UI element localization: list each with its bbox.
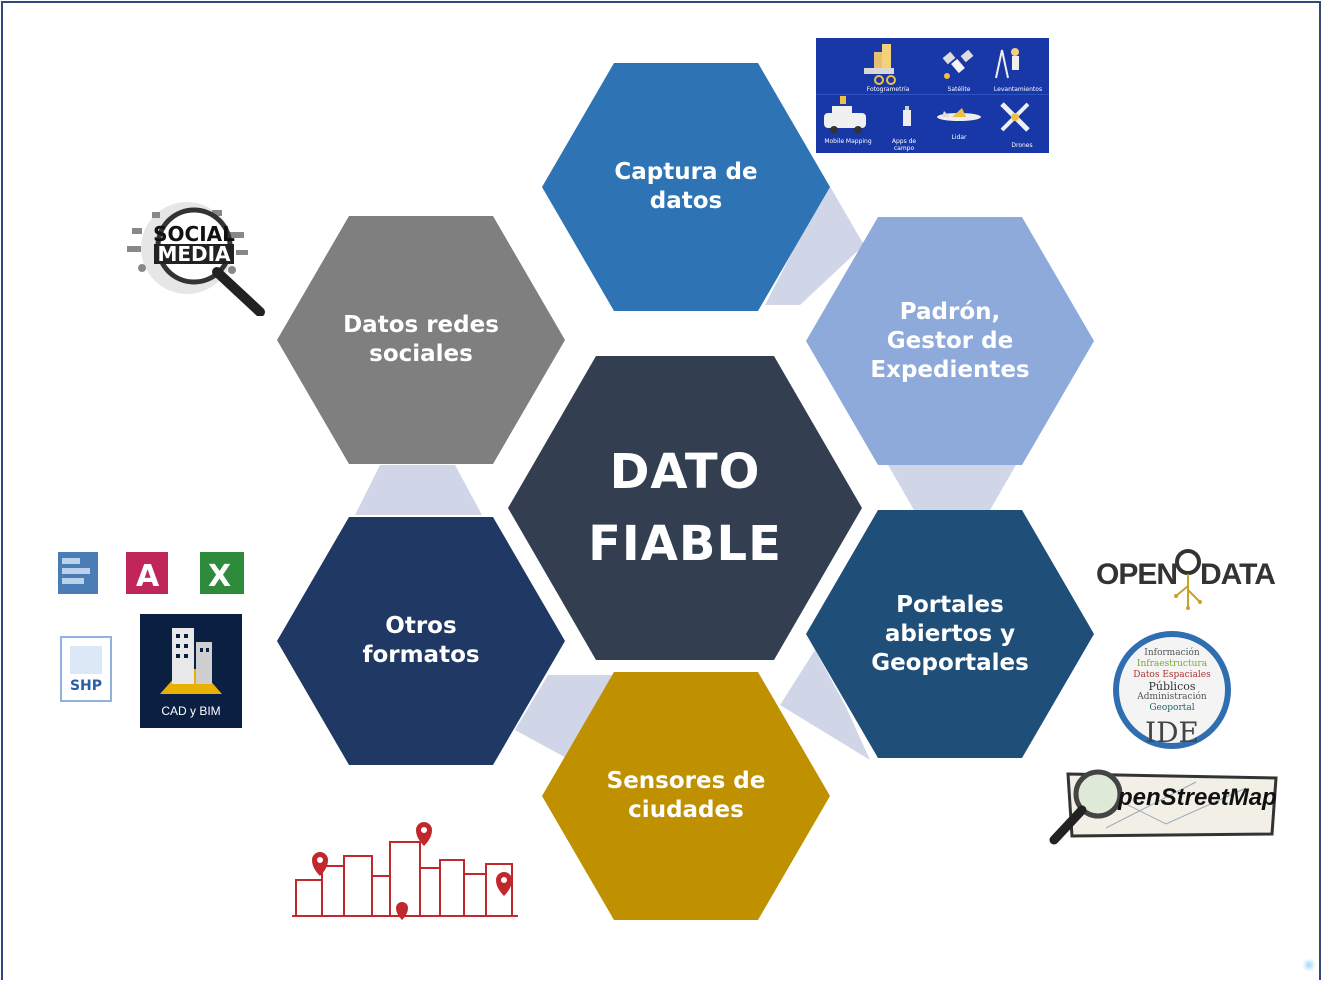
corner-glow xyxy=(1302,958,1316,972)
idf-word-3: Públicos xyxy=(1148,680,1196,693)
city-sensors-icon xyxy=(292,822,518,920)
hex-padron: Padrón, Gestor de Expedientes xyxy=(806,217,1094,465)
field-apps-icon xyxy=(903,106,911,126)
hex-portales: Portales abiertos y Geoportales xyxy=(806,510,1094,758)
gis-file-icon xyxy=(58,552,98,594)
open-data-right: DATA xyxy=(1200,558,1276,591)
idf-word-5: Geoportal xyxy=(1149,703,1195,713)
svg-text:A: A xyxy=(136,559,160,594)
idf-word-4: Administración xyxy=(1137,692,1207,702)
open-data-left: OPEN xyxy=(1096,558,1178,591)
hex-redes-label: Datos redes sociales xyxy=(343,312,499,367)
capture-label-fotogrametria: Fotogrametría xyxy=(866,86,910,93)
drone-icon xyxy=(1000,102,1030,132)
connector-captura-padron xyxy=(765,183,864,305)
hex-captura-de-datos: Captura de datos xyxy=(542,63,830,311)
center-hexagon: DATO FIABLE xyxy=(508,356,862,660)
hex-redes-sociales: Datos redes sociales xyxy=(277,216,565,464)
connector-sensores-otros xyxy=(515,675,612,760)
connector-portales-sensores xyxy=(780,650,870,760)
center-title-line2: FIABLE xyxy=(588,516,782,572)
hex-otros-formatos: Otros formatos xyxy=(277,517,565,765)
idf-word-1: Infraestructura xyxy=(1136,659,1208,669)
openstreetmap-icon: penStreetMap xyxy=(1046,764,1282,846)
hex-captura-label: Captura de datos xyxy=(614,159,758,214)
capture-icons xyxy=(816,38,1049,153)
social-media-line1: SOCIAL xyxy=(153,222,235,246)
connector-otros-redes xyxy=(355,465,482,515)
cad-bim-icon: CAD y BIM xyxy=(140,614,242,728)
connector-padron-portales xyxy=(888,465,1016,510)
idf-globe-icon: Información Infraestructura Datos Espaci… xyxy=(1110,628,1234,752)
mobile-mapping-icon xyxy=(824,96,866,134)
capture-label-drones: Drones xyxy=(1011,142,1033,149)
capture-label-mobile-mapping: Mobile Mapping xyxy=(824,138,872,145)
idf-main: IDE xyxy=(1145,716,1199,749)
hex-otros-label: Otros formatos xyxy=(362,613,480,668)
photogrammetry-icon xyxy=(864,44,896,85)
center-title-line1: DATO xyxy=(609,444,761,500)
idf-word-0: Información xyxy=(1144,648,1200,658)
access-file-icon: A xyxy=(126,552,168,594)
surveyor-icon xyxy=(995,48,1019,79)
hex-sensores-label: Sensores de ciudades xyxy=(606,768,766,823)
capture-label-levantamientos: Levantamientos xyxy=(993,86,1043,93)
hex-padron-label: Padrón, Gestor de Expedientes xyxy=(870,298,1030,383)
lidar-icon xyxy=(937,108,981,121)
capture-label-apps: Apps de campo xyxy=(891,138,917,152)
capture-methods-panel: Fotogrametría Satélite Levantamientos Mo… xyxy=(816,38,1049,153)
hex-portales-label: Portales abiertos y Geoportales xyxy=(871,591,1029,676)
open-data-icon: OPEN DATA xyxy=(1096,546,1276,616)
osm-text: penStreetMap xyxy=(1118,784,1277,811)
social-media-icon: SOCIAL MEDIA xyxy=(112,198,270,317)
capture-label-satelite: Satélite xyxy=(947,86,971,93)
social-media-line2: MEDIA xyxy=(154,244,234,264)
svg-text:X: X xyxy=(208,559,231,594)
satellite-icon xyxy=(942,49,974,79)
idf-word-2: Datos Espaciales xyxy=(1133,670,1211,680)
hex-sensores: Sensores de ciudades xyxy=(542,672,830,920)
shp-file-icon: SHP xyxy=(60,636,112,702)
capture-label-lidar: Lidar xyxy=(951,134,967,141)
excel-file-icon: X xyxy=(200,552,244,594)
file-format-icons: A X SHP CAD y BIM xyxy=(52,546,252,728)
